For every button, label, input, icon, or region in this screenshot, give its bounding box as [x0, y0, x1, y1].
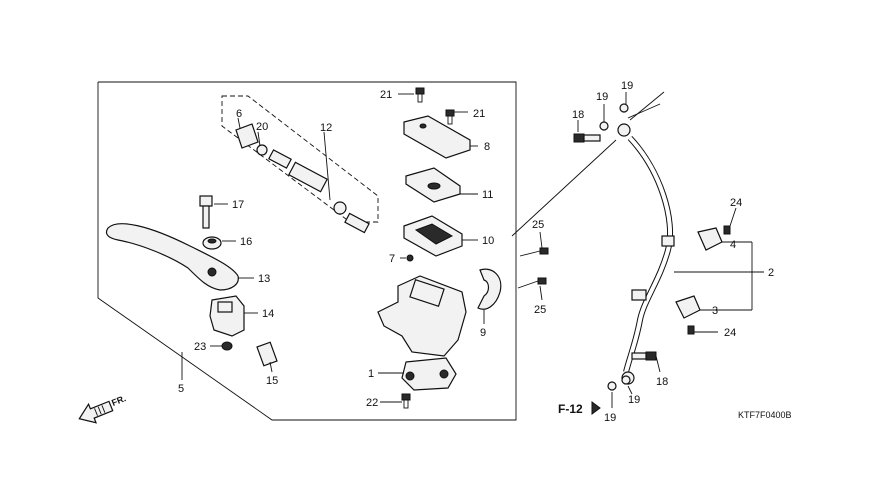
- master-cylinder-body: [377, 275, 467, 391]
- brake-lever: [105, 223, 239, 291]
- callout-25a: 25: [532, 219, 544, 231]
- brake-switch: [209, 295, 245, 337]
- callout-4: 4: [730, 239, 736, 251]
- callout-17: 17: [232, 199, 244, 211]
- callout-18b: 18: [656, 376, 668, 388]
- callout-19c: 19: [628, 394, 640, 406]
- callout-16: 16: [240, 236, 252, 248]
- callout-10: 10: [482, 235, 494, 247]
- callout-9: 9: [480, 327, 486, 339]
- front-direction: FR.: [78, 393, 127, 424]
- holder: [477, 268, 502, 310]
- diaphragm-plate: [405, 167, 461, 203]
- callouts: 21 21 6 20 12 8 11 10 7 17 16 13 14 23 1…: [178, 80, 774, 424]
- callout-19b: 19: [621, 80, 633, 92]
- callout-2: 2: [768, 267, 774, 279]
- callout-14: 14: [262, 308, 274, 320]
- callout-24a: 24: [730, 197, 742, 209]
- callout-24b: 24: [724, 327, 736, 339]
- brake-hose: [617, 123, 675, 385]
- front-direction-arrow-icon: [78, 400, 114, 424]
- callout-15: 15: [266, 375, 278, 387]
- callout-22: 22: [366, 397, 378, 409]
- switch-screw: [221, 341, 233, 351]
- callout-7: 7: [389, 253, 395, 265]
- holder-bolts: [517, 247, 549, 289]
- callout-25b: 25: [534, 304, 546, 316]
- adjuster-spring: [256, 341, 278, 367]
- callout-23: 23: [194, 341, 206, 353]
- piston-kit-boundary: [221, 95, 379, 223]
- pivot-collar: [202, 236, 222, 250]
- diagram-code: KTF7F0400B: [738, 410, 792, 420]
- oil-bolts: [573, 103, 657, 391]
- front-direction-label: FR.: [110, 393, 127, 408]
- callout-19a: 19: [596, 91, 608, 103]
- hose-clamps: [675, 225, 731, 335]
- piston-kit-parts: [235, 123, 370, 234]
- callout-21b: 21: [473, 108, 485, 120]
- callout-21a: 21: [380, 89, 392, 101]
- reservoir-cap: [403, 115, 471, 159]
- leader-lines: [181, 91, 764, 408]
- callout-3: 3: [712, 305, 718, 317]
- callout-20: 20: [256, 121, 268, 133]
- pivot-bolt: [199, 195, 213, 229]
- down-arrow-icon: [591, 401, 601, 415]
- ref-f12-label: F-12: [558, 402, 583, 416]
- callout-5: 5: [178, 383, 184, 395]
- cap-screws: [401, 87, 455, 409]
- callout-1: 1: [368, 368, 374, 380]
- diaphragm: [403, 215, 463, 257]
- callout-19d: 19: [604, 412, 616, 424]
- callout-11: 11: [482, 189, 493, 201]
- callout-6: 6: [236, 108, 242, 120]
- assembly-boundary: [97, 81, 517, 421]
- callout-8: 8: [484, 141, 490, 153]
- reference-f12: F-12: [558, 401, 601, 416]
- callout-12: 12: [320, 122, 332, 134]
- callout-13: 13: [258, 273, 270, 285]
- callout-18a: 18: [572, 109, 584, 121]
